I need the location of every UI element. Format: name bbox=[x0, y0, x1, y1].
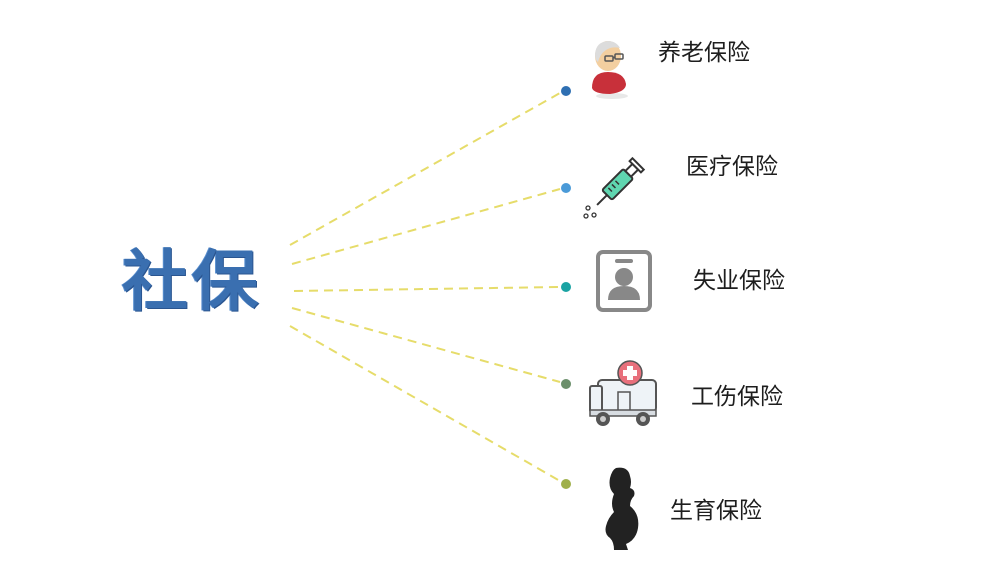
pregnant-woman-icon bbox=[605, 467, 639, 550]
branch-dot-maternity bbox=[561, 479, 571, 489]
branch-label-maternity: 生育保险 bbox=[670, 498, 762, 524]
branch-label-injury: 工伤保险 bbox=[691, 384, 783, 410]
branch-dot-injury bbox=[561, 379, 571, 389]
branch-dot-unemployment bbox=[561, 282, 571, 292]
connector-line-unemployment bbox=[293, 286, 561, 292]
branch-label-medical: 医疗保险 bbox=[686, 154, 778, 180]
connector-line-maternity bbox=[289, 325, 561, 482]
connector-line-pension bbox=[289, 92, 561, 246]
branch-dot-medical bbox=[561, 183, 571, 193]
branch-label-unemployment: 失业保险 bbox=[693, 268, 785, 294]
branch-dot-pension bbox=[561, 86, 571, 96]
id-badge-icon bbox=[596, 250, 652, 312]
branch-label-pension: 养老保险 bbox=[658, 40, 750, 66]
center-title: 社保 bbox=[122, 242, 262, 320]
connector-line-medical bbox=[291, 188, 561, 265]
syringe-icon bbox=[583, 156, 646, 219]
connector-line-injury bbox=[291, 307, 561, 383]
elderly-person-icon bbox=[592, 41, 628, 99]
ambulance-icon bbox=[589, 360, 657, 426]
